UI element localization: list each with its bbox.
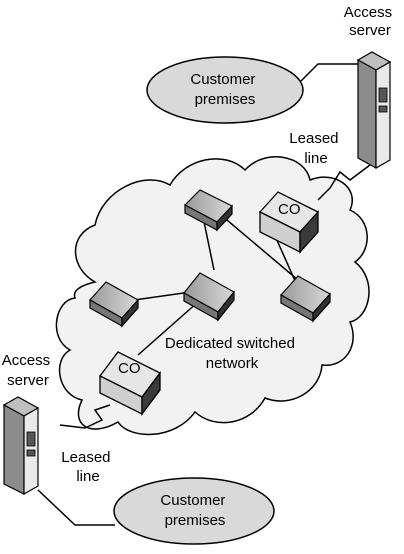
switch-node-a [184, 189, 233, 232]
switch-node-b [183, 272, 235, 322]
connections [37, 63, 371, 526]
leased-line-bottom-label: Leased line [61, 449, 114, 485]
leased-line-bottom [59, 404, 111, 429]
leased-line-top [317, 164, 371, 201]
customer-premises-bottom-label: Customer premises [160, 492, 229, 529]
link-c-co1 [275, 237, 297, 284]
access-server-top [356, 51, 392, 170]
customer-premises-top-ellipse [146, 56, 304, 124]
link-top-premises-server [299, 63, 358, 83]
access-server-top-label: Access server [344, 4, 397, 39]
co-top-label: CO [278, 201, 301, 218]
switch-node-d [89, 281, 139, 328]
network-label: Dedicated switched network [165, 335, 299, 372]
central-office-top: CO [258, 191, 320, 254]
co-bottom-label: CO [118, 360, 141, 377]
customer-premises-top-label: Customer premises [190, 71, 259, 108]
leased-line-top-label: Leased line [289, 130, 342, 167]
access-server-bottom-label: Access server [2, 352, 55, 389]
central-office-bottom: CO [99, 351, 161, 416]
link-bottom-server-premises [37, 489, 115, 526]
switch-node-c [280, 275, 331, 323]
access-server-bottom [2, 396, 40, 496]
link-b-co2 [137, 301, 199, 356]
customer-premises-bottom-ellipse [113, 477, 275, 545]
